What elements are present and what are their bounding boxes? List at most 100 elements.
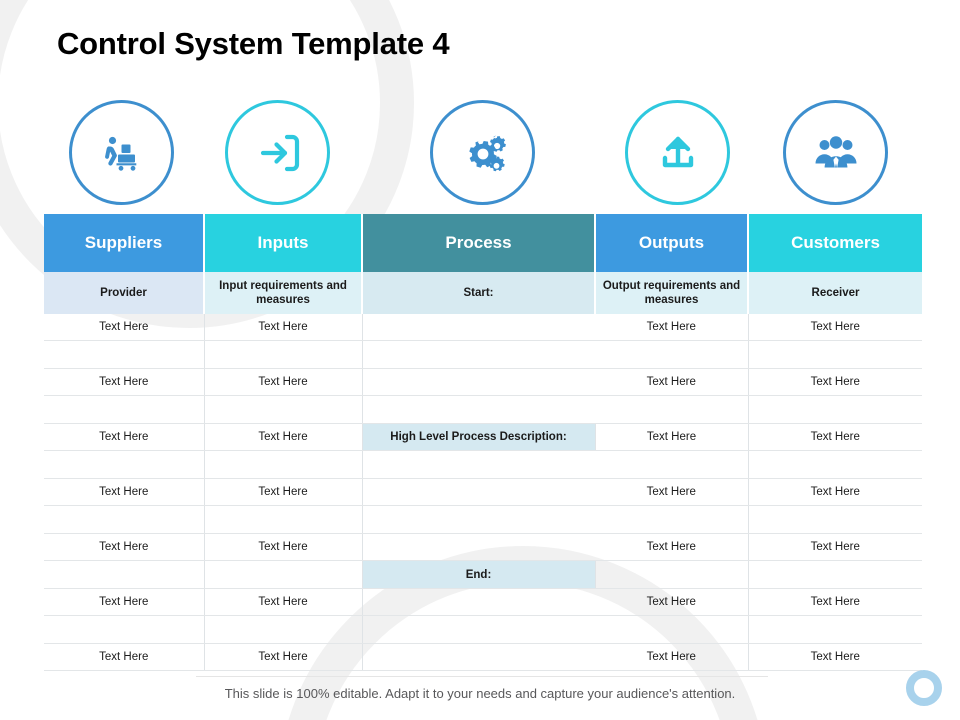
- icon-row: [44, 100, 922, 212]
- cell-process[interactable]: [362, 450, 595, 479]
- cell-outputs[interactable]: Text Here: [595, 423, 749, 451]
- cell-process[interactable]: [362, 588, 595, 616]
- cell-inputs[interactable]: Text Here: [204, 478, 363, 506]
- cell-process[interactable]: [362, 505, 595, 534]
- cell-suppliers[interactable]: [44, 450, 205, 479]
- cell-suppliers[interactable]: [44, 340, 205, 369]
- cell-customers[interactable]: Text Here: [748, 643, 922, 671]
- cell-process[interactable]: [362, 478, 595, 506]
- table-row: Text Here Text Here Text Here Text Here: [44, 478, 922, 506]
- subheader-receiver[interactable]: Receiver: [748, 272, 922, 314]
- cell-customers[interactable]: Text Here: [748, 588, 922, 616]
- gears-icon: [457, 127, 509, 179]
- cell-inputs[interactable]: Text Here: [204, 533, 363, 561]
- arrow-into-box-icon: [251, 126, 305, 180]
- cell-customers[interactable]: [748, 450, 922, 479]
- cell-outputs[interactable]: Text Here: [595, 314, 749, 341]
- table-row: Text Here Text Here Text Here Text Here: [44, 643, 922, 671]
- subheader-input-requirements[interactable]: Input requirements and measures: [204, 272, 363, 314]
- cell-process[interactable]: [362, 615, 595, 644]
- table-row-spacer: [44, 450, 922, 479]
- cell-outputs[interactable]: [595, 560, 749, 589]
- subheader-start[interactable]: Start:: [362, 272, 596, 314]
- icon-circle-outputs: [625, 100, 730, 205]
- column-header-inputs[interactable]: Inputs: [204, 214, 363, 272]
- cell-inputs[interactable]: [204, 615, 363, 644]
- table-row: Text Here Text Here Text Here Text Here: [44, 314, 922, 341]
- footer-note: This slide is 100% editable. Adapt it to…: [224, 686, 736, 701]
- cell-inputs[interactable]: Text Here: [204, 314, 363, 341]
- cell-suppliers[interactable]: [44, 505, 205, 534]
- cell-customers[interactable]: Text Here: [748, 314, 922, 341]
- cell-inputs[interactable]: [204, 340, 363, 369]
- cell-suppliers[interactable]: [44, 615, 205, 644]
- subheader-provider[interactable]: Provider: [44, 272, 205, 314]
- upload-arrow-icon: [651, 126, 705, 180]
- cell-outputs[interactable]: Text Here: [595, 368, 749, 396]
- cell-outputs[interactable]: Text Here: [595, 588, 749, 616]
- ring-logo: [906, 670, 942, 706]
- cell-process[interactable]: [362, 340, 595, 369]
- cell-outputs[interactable]: Text Here: [595, 643, 749, 671]
- cell-customers[interactable]: Text Here: [748, 368, 922, 396]
- cell-customers[interactable]: [748, 340, 922, 369]
- table-row: Text Here Text Here Text Here Text Here: [44, 588, 922, 616]
- cell-customers[interactable]: Text Here: [748, 533, 922, 561]
- footer-divider: [196, 676, 768, 677]
- cell-process[interactable]: [362, 533, 595, 561]
- cell-suppliers[interactable]: [44, 395, 205, 424]
- cell-suppliers[interactable]: Text Here: [44, 643, 205, 671]
- cell-outputs[interactable]: [595, 615, 749, 644]
- cell-outputs[interactable]: [595, 340, 749, 369]
- column-header-outputs[interactable]: Outputs: [595, 214, 749, 272]
- icon-circle-process: [430, 100, 535, 205]
- cell-customers[interactable]: [748, 505, 922, 534]
- cell-inputs[interactable]: [204, 450, 363, 479]
- cell-inputs[interactable]: [204, 395, 363, 424]
- cell-process[interactable]: [362, 368, 595, 396]
- cell-inputs[interactable]: Text Here: [204, 643, 363, 671]
- cell-process[interactable]: [362, 643, 595, 671]
- cell-inputs[interactable]: [204, 505, 363, 534]
- cell-outputs[interactable]: [595, 395, 749, 424]
- column-header-customers[interactable]: Customers: [748, 214, 922, 272]
- sipoc-table: Suppliers Inputs Process Outputs Custome…: [44, 214, 922, 671]
- column-header-process[interactable]: Process: [362, 214, 596, 272]
- cell-process-description[interactable]: High Level Process Description:: [362, 423, 596, 451]
- cell-suppliers[interactable]: Text Here: [44, 314, 205, 341]
- cell-customers[interactable]: [748, 615, 922, 644]
- cell-suppliers[interactable]: Text Here: [44, 533, 205, 561]
- cell-process-end[interactable]: End:: [362, 560, 596, 589]
- cell-outputs[interactable]: Text Here: [595, 533, 749, 561]
- table-header-row: Suppliers Inputs Process Outputs Custome…: [44, 214, 922, 272]
- cell-inputs[interactable]: Text Here: [204, 588, 363, 616]
- cell-process[interactable]: [362, 314, 595, 341]
- page-title: Control System Template 4: [57, 26, 450, 61]
- subheader-output-requirements[interactable]: Output requirements and measures: [595, 272, 749, 314]
- cell-inputs[interactable]: Text Here: [204, 423, 363, 451]
- cell-outputs[interactable]: Text Here: [595, 478, 749, 506]
- cell-suppliers[interactable]: [44, 560, 205, 589]
- cell-customers[interactable]: [748, 395, 922, 424]
- cell-customers[interactable]: [748, 560, 922, 589]
- table-body: Suppliers Inputs Process Outputs Custome…: [44, 214, 922, 671]
- cell-inputs[interactable]: Text Here: [204, 368, 363, 396]
- cell-suppliers[interactable]: Text Here: [44, 368, 205, 396]
- cell-suppliers[interactable]: Text Here: [44, 588, 205, 616]
- table-row: Text Here Text Here Text Here Text Here: [44, 533, 922, 561]
- people-group-icon: [809, 126, 863, 180]
- cell-outputs[interactable]: [595, 450, 749, 479]
- cell-suppliers[interactable]: Text Here: [44, 423, 205, 451]
- cell-suppliers[interactable]: Text Here: [44, 478, 205, 506]
- table-row-spacer: [44, 395, 922, 424]
- cell-customers[interactable]: Text Here: [748, 423, 922, 451]
- cell-customers[interactable]: Text Here: [748, 478, 922, 506]
- column-header-suppliers[interactable]: Suppliers: [44, 214, 205, 272]
- icon-circle-suppliers: [69, 100, 174, 205]
- cell-inputs[interactable]: [204, 560, 363, 589]
- cell-outputs[interactable]: [595, 505, 749, 534]
- icon-circle-inputs: [225, 100, 330, 205]
- cell-process[interactable]: [362, 395, 595, 424]
- delivery-person-cart-icon: [96, 127, 148, 179]
